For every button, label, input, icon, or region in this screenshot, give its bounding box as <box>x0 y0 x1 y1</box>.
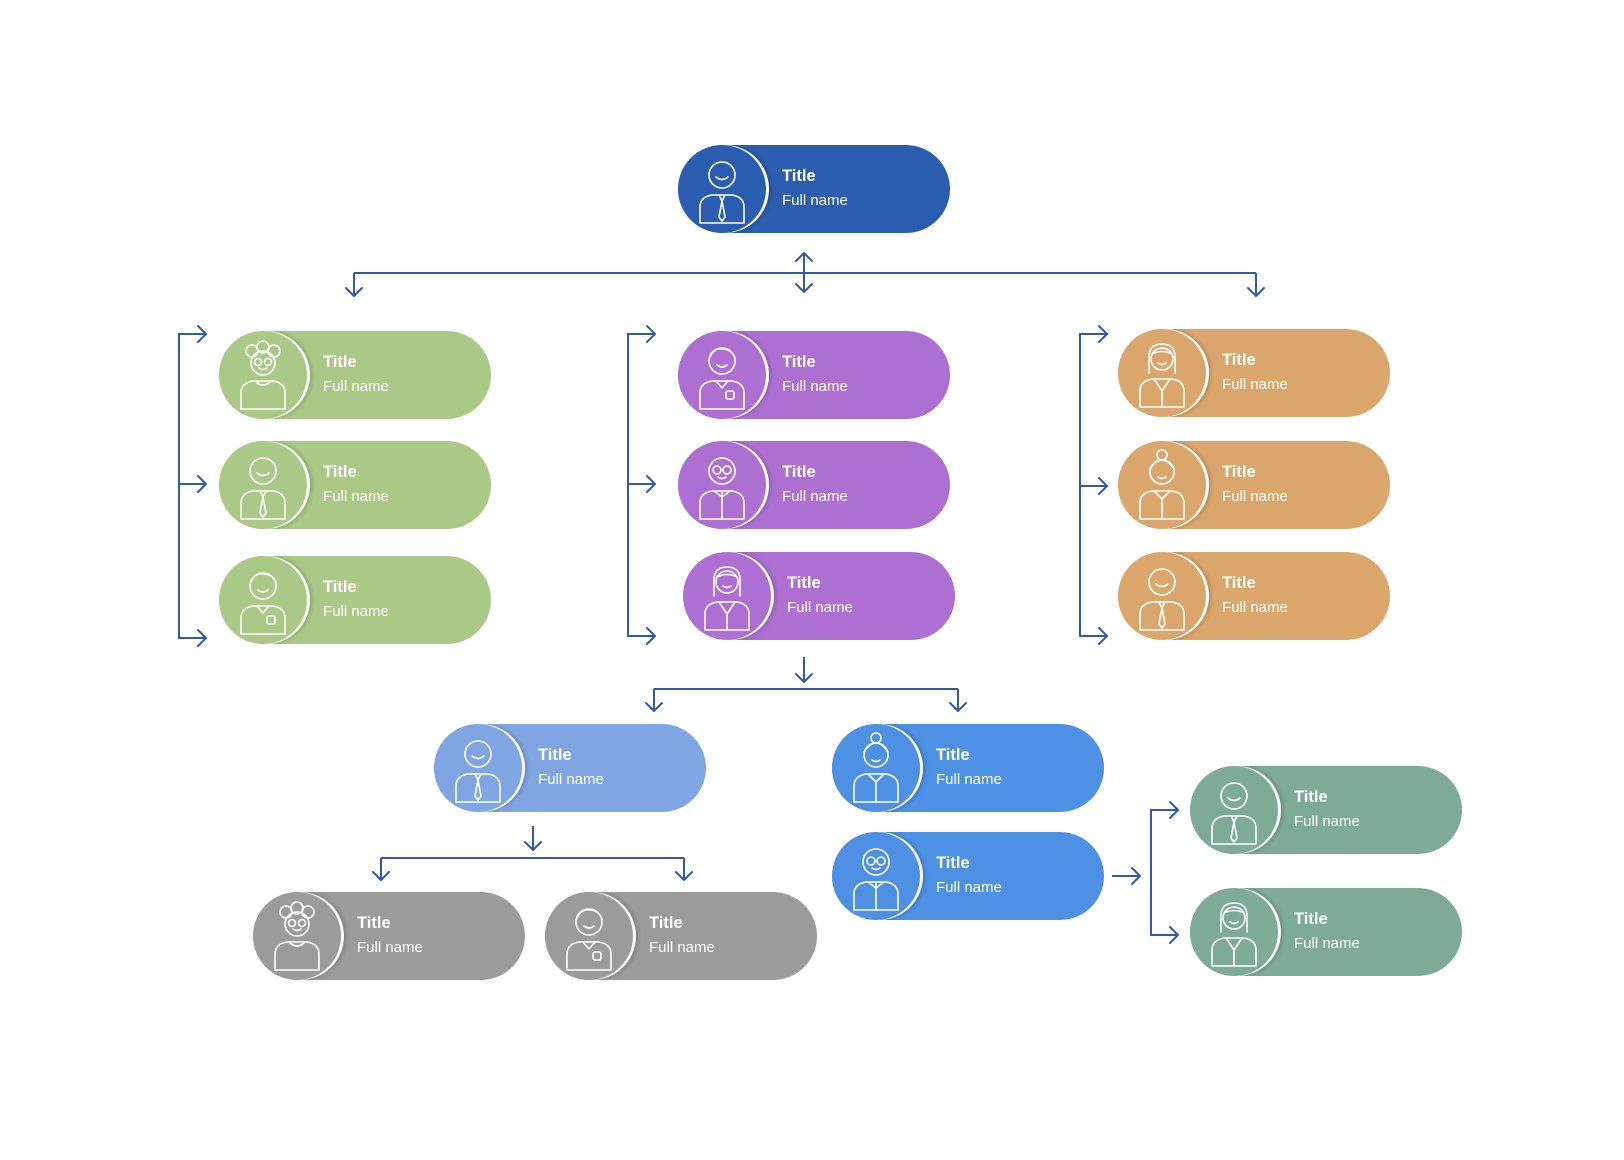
woman-long-hair-icon <box>683 552 771 640</box>
node-full-name: Full name <box>323 378 389 395</box>
node-full-name: Full name <box>323 488 389 505</box>
arrowhead <box>524 841 542 851</box>
arrowhead <box>197 629 207 647</box>
arrowhead <box>1098 325 1108 343</box>
node-title: Title <box>323 463 357 481</box>
arrowhead <box>372 871 390 881</box>
man-tie-icon <box>434 724 522 812</box>
arrowhead <box>1098 627 1108 645</box>
node-full-name: Full name <box>1294 813 1360 830</box>
man-tie-icon <box>678 145 766 233</box>
node-title: Title <box>1222 574 1256 592</box>
node-title: Title <box>787 574 821 592</box>
node-full-name: Full name <box>936 879 1002 896</box>
woman-long-hair-icon <box>1190 888 1278 976</box>
node-full-name: Full name <box>1294 935 1360 952</box>
woman-long-hair-icon <box>1118 329 1206 417</box>
arrowhead <box>646 475 656 493</box>
node-full-name: Full name <box>782 488 848 505</box>
node-full-name: Full name <box>782 378 848 395</box>
man-glasses-icon <box>832 832 920 920</box>
connector-line <box>1150 809 1178 936</box>
arrowhead <box>949 702 967 712</box>
node-title: Title <box>538 746 572 764</box>
man-tie-icon <box>1190 766 1278 854</box>
arrowhead <box>345 287 363 297</box>
woman-bun-icon <box>1118 441 1206 529</box>
node-full-name: Full name <box>649 939 715 956</box>
node-full-name: Full name <box>936 771 1002 788</box>
man-shirt-icon <box>219 556 307 644</box>
arrowhead <box>1169 801 1179 819</box>
arrowhead <box>1247 287 1265 297</box>
node-title: Title <box>323 353 357 371</box>
arrowhead <box>1131 867 1141 885</box>
node-full-name: Full name <box>1222 376 1288 393</box>
man-tie-icon <box>1118 552 1206 640</box>
arrowhead <box>1098 477 1108 495</box>
node-full-name: Full name <box>357 939 423 956</box>
arrowhead <box>197 325 207 343</box>
node-title: Title <box>936 854 970 872</box>
node-title: Title <box>1222 463 1256 481</box>
arrowhead <box>645 702 663 712</box>
man-shirt-icon <box>678 331 766 419</box>
node-full-name: Full name <box>323 603 389 620</box>
man-shirt-icon <box>545 892 633 980</box>
node-full-name: Full name <box>1222 599 1288 616</box>
node-title: Title <box>649 914 683 932</box>
woman-curly-hair-icon <box>219 331 307 419</box>
node-full-name: Full name <box>538 771 604 788</box>
man-tie-icon <box>219 441 307 529</box>
woman-curly-hair-icon <box>253 892 341 980</box>
node-title: Title <box>782 353 816 371</box>
arrowhead <box>197 475 207 493</box>
node-title: Title <box>782 167 816 185</box>
arrowhead <box>1169 926 1179 944</box>
node-title: Title <box>782 463 816 481</box>
woman-bun-icon <box>832 724 920 812</box>
connector-line <box>178 333 206 639</box>
node-title: Title <box>357 914 391 932</box>
arrowhead <box>646 627 656 645</box>
node-full-name: Full name <box>1222 488 1288 505</box>
arrowhead <box>795 252 813 262</box>
node-title: Title <box>323 578 357 596</box>
arrowhead <box>795 673 813 683</box>
node-full-name: Full name <box>787 599 853 616</box>
arrowhead <box>646 325 656 343</box>
man-glasses-icon <box>678 441 766 529</box>
node-full-name: Full name <box>782 192 848 209</box>
arrowhead <box>675 871 693 881</box>
node-title: Title <box>1294 788 1328 806</box>
node-title: Title <box>1222 351 1256 369</box>
node-title: Title <box>1294 910 1328 928</box>
arrowhead <box>795 283 813 293</box>
node-title: Title <box>936 746 970 764</box>
